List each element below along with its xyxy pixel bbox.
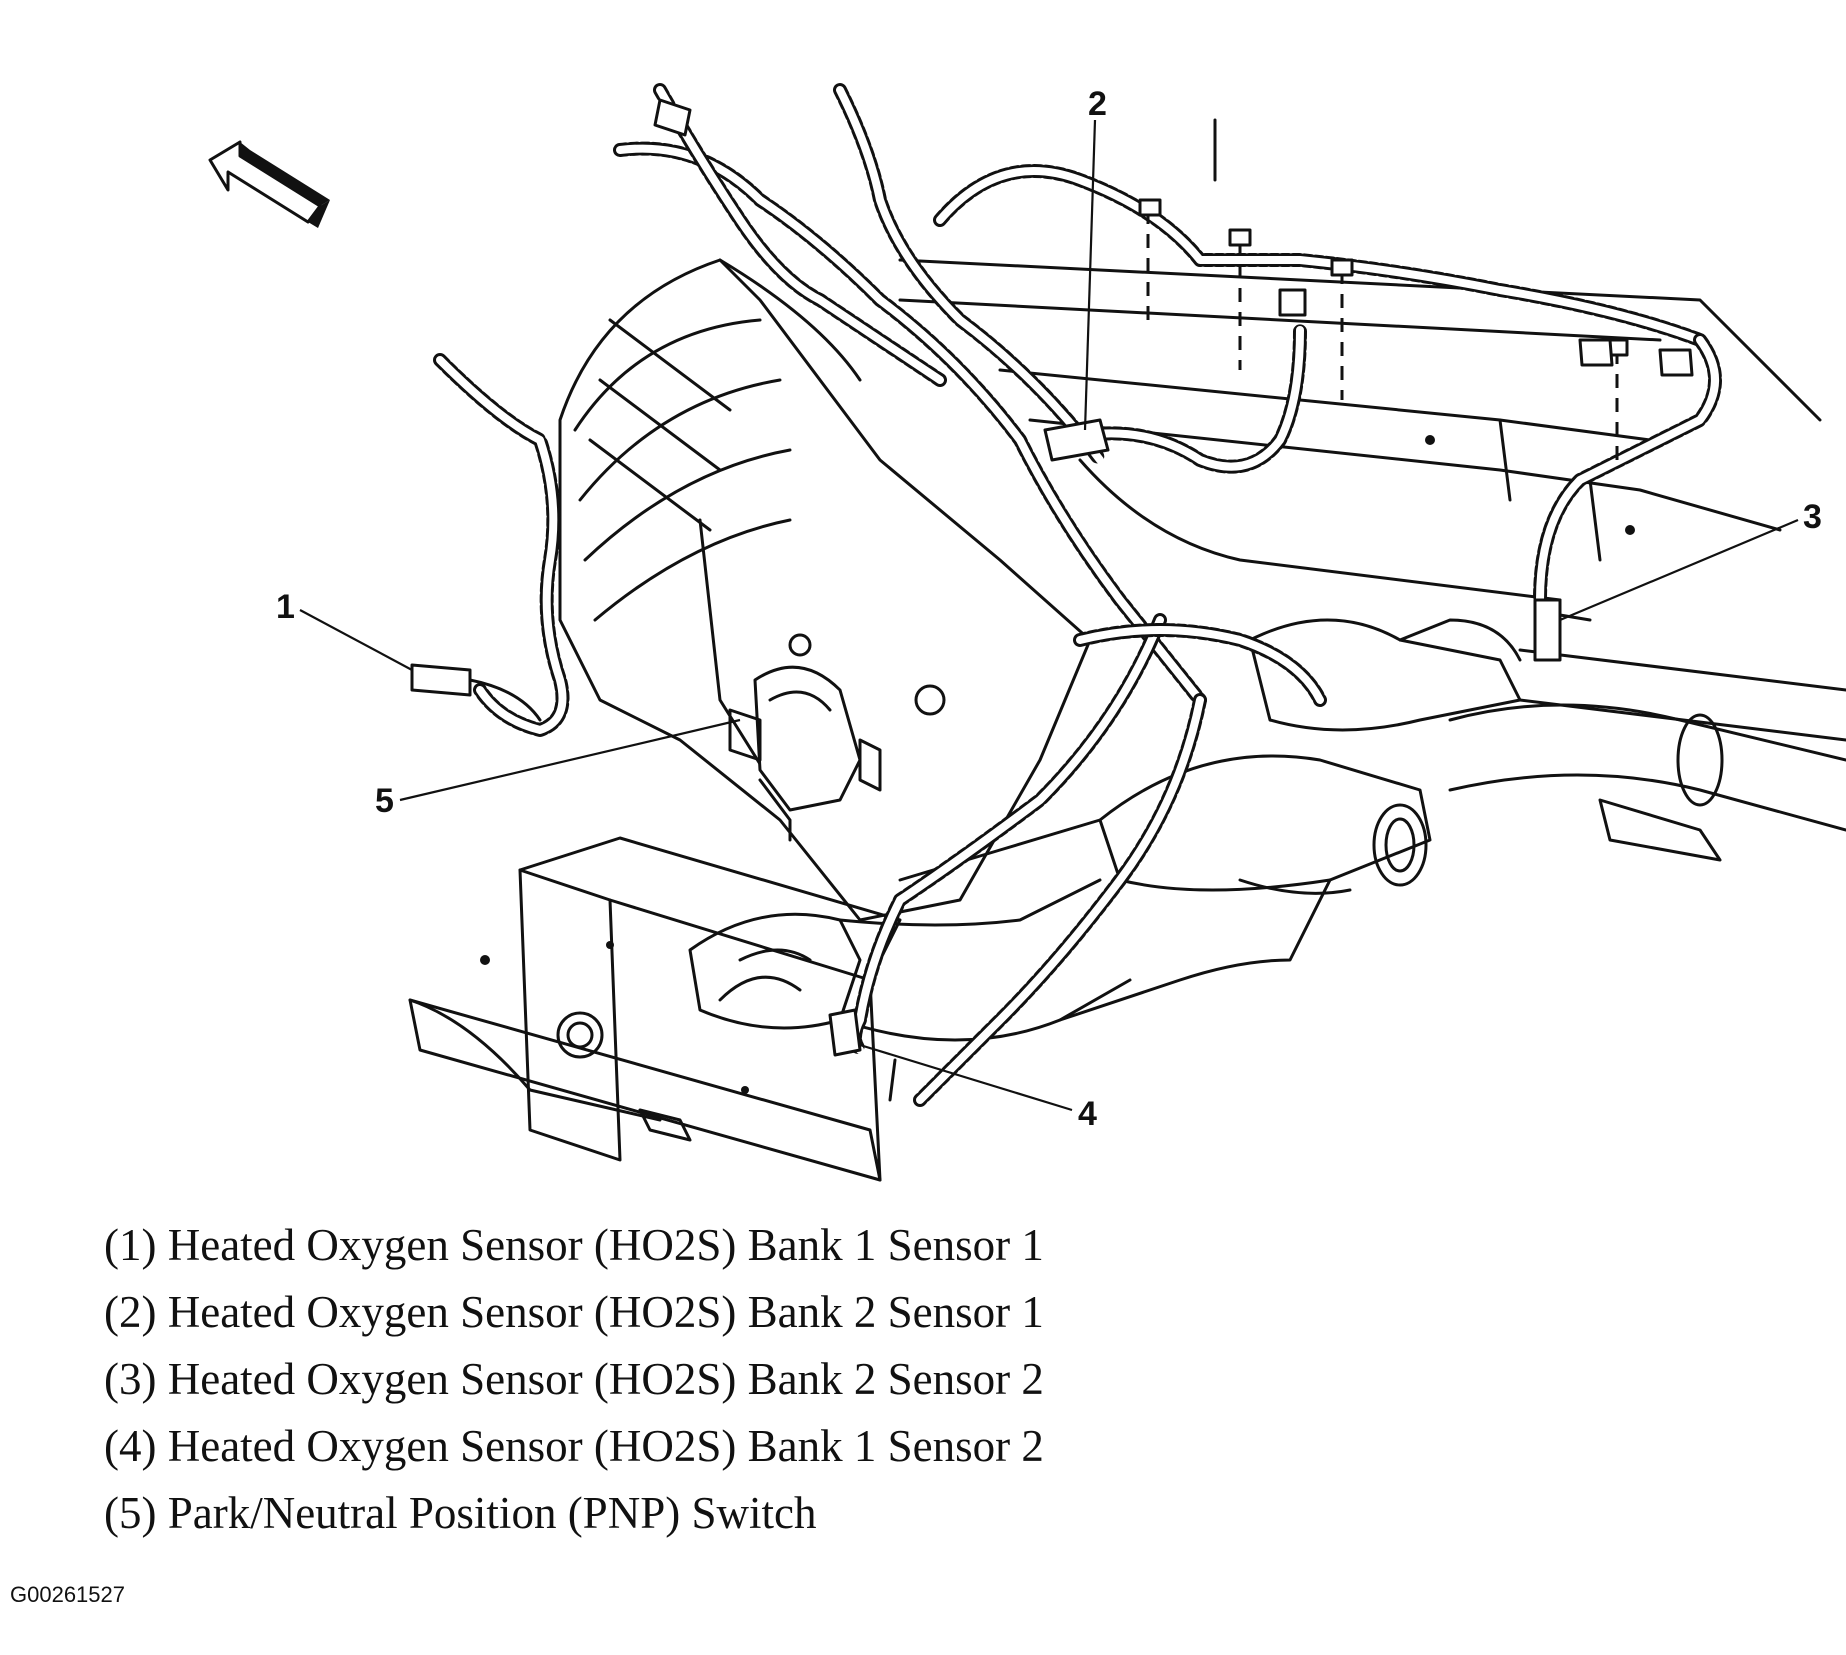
- legend-item: (2) Heated Oxygen Sensor (HO2S) Bank 2 S…: [104, 1287, 1044, 1337]
- frame-rail: [408, 836, 902, 1182]
- front-direction-arrow-icon: [208, 140, 330, 228]
- exhaust-system: [688, 618, 1846, 1042]
- leader-line-3: [1559, 518, 1799, 622]
- harness-mount-studs: [1138, 118, 1629, 470]
- leader-line-5: [399, 718, 741, 802]
- component-legend: (1) Heated Oxygen Sensor (HO2S) Bank 1 S…: [104, 1212, 1044, 1547]
- leader-lines: [299, 119, 1799, 1112]
- figure-id: G00261527: [10, 1582, 125, 1607]
- legend-item: (4) Heated Oxygen Sensor (HO2S) Bank 1 S…: [104, 1421, 1044, 1471]
- legend-item: (3) Heated Oxygen Sensor (HO2S) Bank 2 S…: [104, 1354, 1044, 1404]
- floor-pan: [898, 258, 1822, 602]
- leader-line-4: [859, 1043, 1073, 1112]
- callout-label-2: 2: [1088, 85, 1107, 123]
- callout-label-3: 3: [1803, 498, 1822, 536]
- leader-line-2: [1083, 119, 1097, 431]
- callout-label-1: 1: [276, 588, 295, 626]
- transmission: [558, 258, 1102, 922]
- legend-item: (5) Park/Neutral Position (PNP) Switch: [104, 1488, 817, 1538]
- callout-label-4: 4: [1078, 1095, 1097, 1133]
- legend-item: (1) Heated Oxygen Sensor (HO2S) Bank 1 S…: [104, 1220, 1044, 1270]
- leader-line-1: [299, 609, 413, 671]
- sensor-connectors: [410, 98, 1694, 1102]
- wiring-harness: [433, 83, 1722, 1107]
- callout-label-5: 5: [375, 782, 394, 820]
- pnp-switch: [728, 665, 882, 842]
- callout-labels: 1 2 3 4 5: [276, 85, 1822, 1133]
